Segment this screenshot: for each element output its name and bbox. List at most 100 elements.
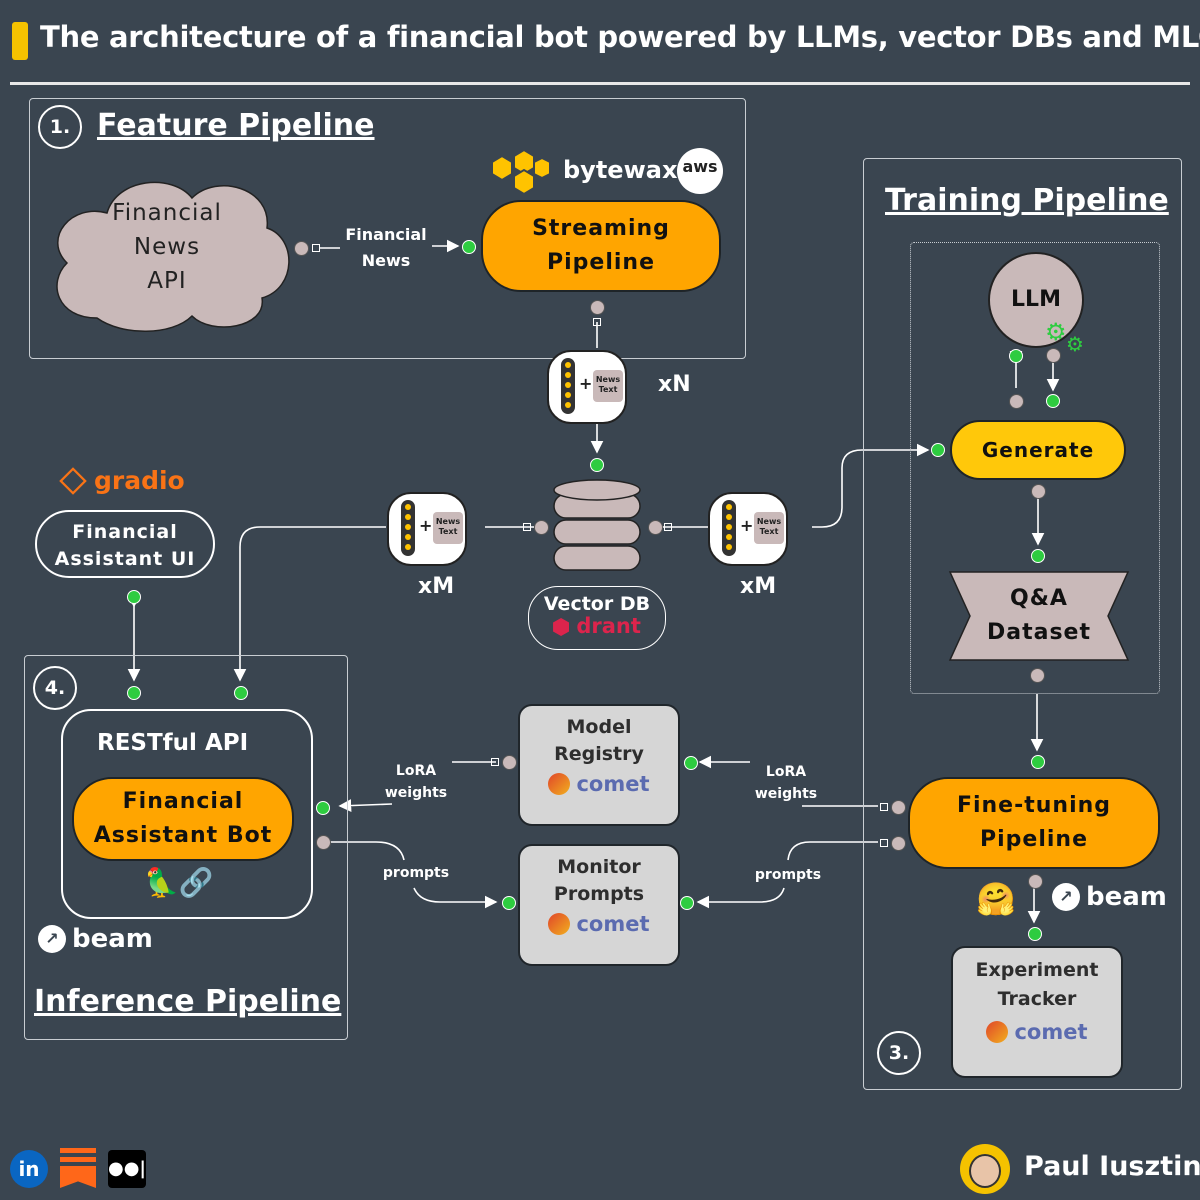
edge-line-1: Financial: [345, 225, 427, 244]
xN-label: xN: [658, 372, 691, 397]
qa-line-1: Q&A: [1010, 586, 1068, 611]
generate-in-port: [931, 443, 945, 457]
cloud-shape: [56, 181, 290, 332]
comet-text: comet: [576, 772, 650, 796]
stream-input-port: [462, 240, 476, 254]
gradio-logo: gradio: [59, 466, 185, 495]
registry-line-1: Model: [566, 716, 632, 738]
api-port-db: [234, 686, 248, 700]
registry-in-port: [684, 756, 698, 770]
embedding-vector-icon: [722, 500, 736, 556]
dataset-generation-subpanel: [910, 242, 1160, 694]
substack-icon[interactable]: [60, 1148, 96, 1190]
restful-api-label: RESTful API: [97, 730, 249, 756]
author-name: Paul Iusztin: [1024, 1151, 1200, 1182]
embedding-vector-icon: [401, 500, 415, 556]
llm-label: LLM: [1011, 287, 1061, 312]
cloud-port-square: [312, 244, 320, 252]
linkedin-icon[interactable]: in: [10, 1150, 48, 1188]
generate-port-right: [1046, 394, 1060, 408]
streaming-line-2: Pipeline: [547, 250, 655, 275]
generate-node[interactable]: Generate: [950, 420, 1126, 480]
note-l2: Text: [759, 527, 779, 536]
qa-in-port: [1031, 549, 1045, 563]
lora-l-2: weights: [384, 785, 448, 801]
streaming-pipeline-node[interactable]: Streaming Pipeline: [481, 200, 721, 292]
financial-assistant-bot-node[interactable]: Financial Assistant Bot: [72, 777, 294, 861]
training-pipeline-panel: [863, 158, 1182, 1090]
qdrant-icon: [553, 618, 570, 636]
finetune-line-2: Pipeline: [980, 827, 1088, 852]
inference-beam-logo: ↗ beam: [38, 924, 153, 954]
finetune-prompts-port: [891, 836, 906, 851]
registry-square: [491, 758, 499, 766]
feature-step-number: 1.: [38, 105, 82, 149]
beam-text: beam: [72, 924, 153, 954]
streaming-line-1: Streaming: [532, 216, 670, 241]
qdrant-logo: drant: [529, 615, 665, 637]
embedding-vector-icon: [561, 358, 575, 414]
monitor-prompts-node[interactable]: Monitor Prompts comet: [518, 844, 680, 966]
bytewax-icon: [491, 148, 551, 196]
fine-tuning-pipeline-node[interactable]: Fine-tuning Pipeline: [908, 777, 1160, 869]
beam-text: beam: [1086, 882, 1167, 912]
xM-right-label: xM: [740, 574, 777, 599]
cloud-line-1: Financial: [112, 200, 222, 226]
note-l1: News: [435, 517, 461, 526]
xM-left-label: xM: [418, 574, 455, 599]
db-left-square: [523, 523, 531, 531]
author-avatar: [960, 1144, 1010, 1194]
gradio-text: gradio: [94, 466, 185, 495]
medium-icon[interactable]: ●●|: [108, 1150, 146, 1188]
prompts-right-label: prompts: [754, 867, 822, 883]
monitor-in-left-port: [502, 896, 516, 910]
aws-logo: aws: [677, 148, 723, 194]
bot-lora-port: [316, 801, 330, 815]
finetune-lora-port: [891, 800, 906, 815]
db-left-port: [534, 520, 549, 535]
ui-line-2: Assistant UI: [54, 548, 196, 570]
prompts-left-label: prompts: [382, 865, 450, 881]
note-l2: Text: [598, 385, 618, 394]
inference-pipeline-title: Inference Pipeline: [34, 984, 342, 1019]
tracker-line-1: Experiment: [975, 959, 1099, 981]
financial-news-edge-label: Financial News: [338, 222, 434, 274]
database-icon: [553, 479, 641, 571]
db-right-square: [664, 523, 672, 531]
finetune-prompts-square: [880, 839, 888, 847]
financial-assistant-ui-node[interactable]: Financial Assistant UI: [35, 510, 215, 578]
tracker-line-2: Tracker: [997, 988, 1077, 1010]
feature-pipeline-title: Feature Pipeline: [97, 108, 375, 143]
edge-line-2: News: [361, 251, 411, 270]
registry-line-2: Registry: [554, 743, 644, 765]
generate-label: Generate: [981, 438, 1095, 462]
vectordb-input-port: [590, 458, 604, 472]
experiment-tracker-node[interactable]: Experiment Tracker comet: [951, 946, 1123, 1078]
qa-line-2: Dataset: [986, 620, 1091, 645]
ui-line-1: Financial: [72, 521, 178, 543]
bot-prompts-port: [316, 835, 331, 850]
db-right-port: [648, 520, 663, 535]
note-l1: News: [756, 517, 782, 526]
model-registry-node[interactable]: Model Registry comet: [518, 704, 680, 826]
llm-node[interactable]: LLM: [988, 252, 1084, 348]
comet-icon: [548, 913, 571, 935]
comet-icon: [986, 1021, 1009, 1043]
inference-step-number: 4.: [33, 666, 77, 710]
comet-text: comet: [576, 912, 650, 936]
registry-out-port: [502, 755, 517, 770]
monitor-in-right-port: [680, 896, 694, 910]
langchain-icon: 🦜🔗: [144, 866, 214, 899]
bytewax-logo-text: bytewax: [563, 156, 678, 184]
feature-pipeline-panel: [29, 98, 746, 359]
lora-r-2: weights: [754, 786, 818, 802]
comet-text: comet: [1014, 1020, 1088, 1044]
monitor-comet-logo: comet: [520, 912, 678, 936]
bot-line-2: Assistant Bot: [93, 823, 273, 848]
cloud-output-port: [294, 241, 309, 256]
training-beam-logo: ↗ beam: [1052, 882, 1167, 912]
